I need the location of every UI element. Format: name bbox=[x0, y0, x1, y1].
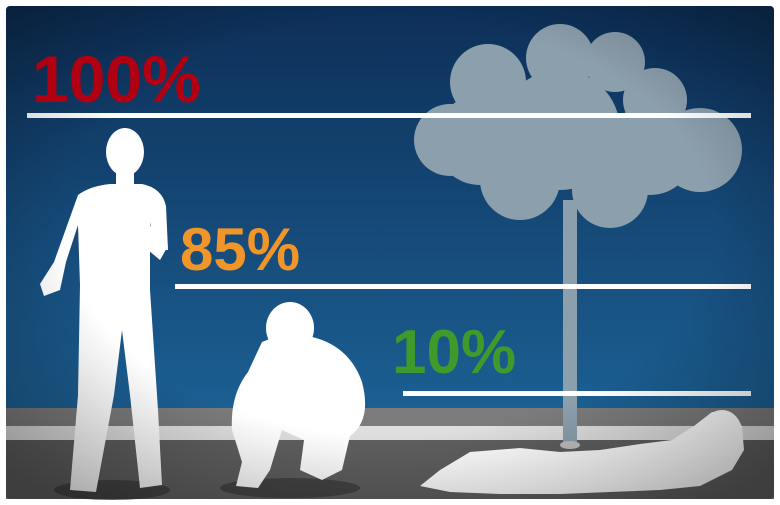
percent-label-100: 100% bbox=[32, 42, 201, 116]
percent-label-85: 85% bbox=[180, 216, 301, 283]
percent-label-10: 10% bbox=[392, 318, 517, 387]
